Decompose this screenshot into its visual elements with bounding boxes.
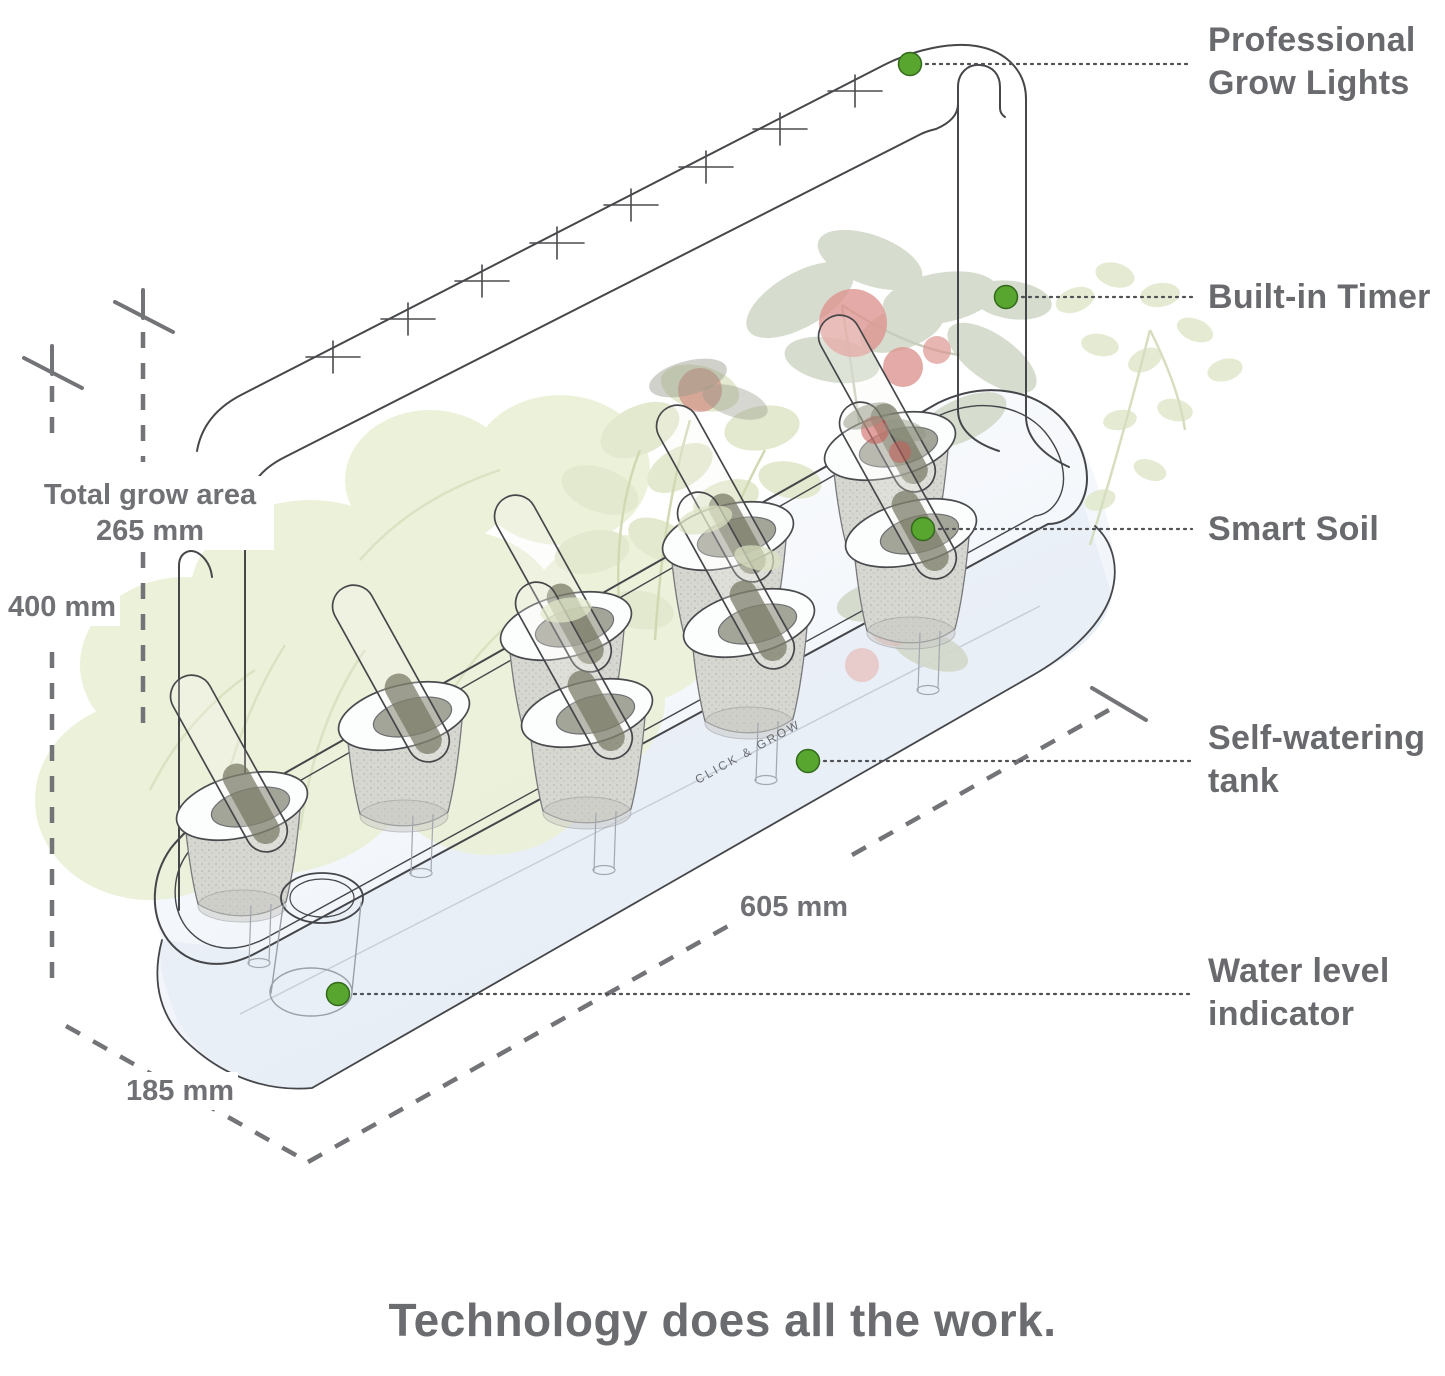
dim-grow-area-value: 265 mm (95, 515, 204, 547)
callout-dots (325, 51, 1019, 1007)
foreground-sprouts (540, 402, 927, 623)
dim-length: 605 mm (736, 888, 853, 926)
tank-waterline (239, 605, 1041, 1015)
label-timer: Built-in Timer (1208, 276, 1431, 319)
label-water-level: Water level indicator (1208, 950, 1390, 1036)
smart-soil-dot (910, 516, 936, 542)
dimension-ticks (22, 288, 1148, 722)
label-self-watering-tank: Self-watering tank (1208, 717, 1425, 803)
callout-leaders (352, 62, 1194, 996)
label-smart-soil-line1: Smart Soil (1208, 510, 1380, 548)
tank-dot (795, 748, 821, 774)
label-tank-line1: Self-watering (1208, 719, 1426, 757)
label-grow-lights: Professional Grow Lights (1208, 19, 1416, 105)
timer-dot (993, 284, 1019, 310)
grow-light-led-crosses (305, 74, 883, 374)
grow-lights-dot (897, 51, 923, 77)
dim-height: 400 mm (4, 588, 121, 626)
dim-depth: 185 mm (122, 1072, 239, 1110)
water-level-dot (325, 981, 351, 1007)
water-level-tube (269, 872, 364, 1017)
label-timer-line1: Built-in Timer (1208, 278, 1431, 316)
label-tank-line2: tank (1208, 762, 1280, 800)
dim-grow-area-label: Total grow area (43, 479, 257, 511)
label-grow-lights-line2: Grow Lights (1208, 64, 1410, 102)
label-water-level-line1: Water level (1208, 952, 1390, 990)
tank-front-face (160, 502, 1112, 1089)
slogan-text: Technology does all the work. (388, 1294, 1057, 1346)
label-smart-soil: Smart Soil (1208, 508, 1379, 551)
label-grow-lights-line1: Professional (1208, 21, 1416, 59)
dim-grow-area: Total grow area 265 mm (26, 476, 274, 550)
label-water-level-line2: indicator (1208, 995, 1355, 1033)
